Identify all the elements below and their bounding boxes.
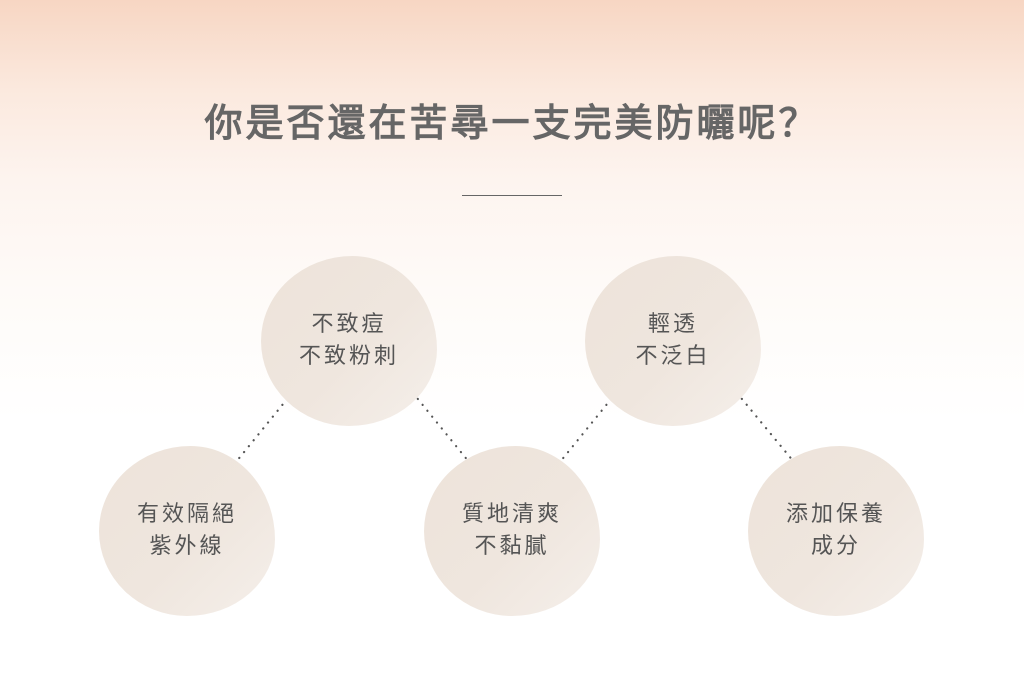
feature-line: 輕透 (647, 312, 698, 337)
feature-uv: 有效隔絕 紫外線 (99, 446, 275, 616)
feature-line: 添加保養 (785, 502, 886, 527)
feature-line: 成分 (810, 534, 861, 559)
connector-line (735, 391, 796, 464)
feature-line: 不致痘 (311, 312, 387, 337)
connector-line (234, 391, 294, 464)
title-divider (462, 195, 562, 196)
connector-line (411, 391, 471, 464)
connector-line (558, 391, 618, 464)
feature-light: 輕透 不泛白 (585, 256, 761, 426)
feature-acne: 不致痘 不致粉刺 (261, 256, 437, 426)
page-title: 你是否還在苦尋一支完美防曬呢？ (204, 100, 820, 145)
feature-texture: 質地清爽 不黏膩 (424, 446, 600, 616)
feature-skincare: 添加保養 成分 (748, 446, 924, 616)
feature-line: 質地清爽 (461, 502, 562, 527)
feature-line: 紫外線 (149, 534, 225, 559)
feature-line: 有效隔絕 (136, 502, 237, 527)
feature-line: 不泛白 (635, 344, 711, 369)
feature-line: 不致粉刺 (298, 344, 399, 369)
feature-line: 不黏膩 (474, 534, 550, 559)
